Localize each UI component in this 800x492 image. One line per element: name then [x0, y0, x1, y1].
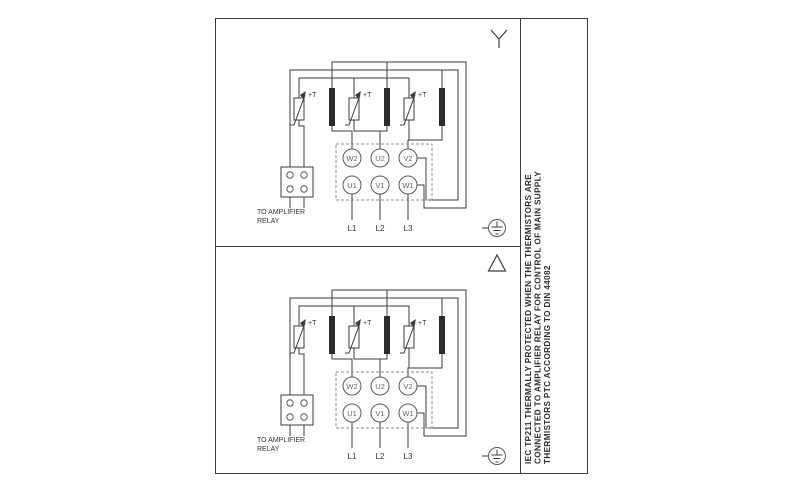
svg-text:V1: V1 — [375, 181, 384, 190]
side-note: IEC TP211 THERMALLY PROTECTED WHEN THE T… — [524, 171, 552, 464]
winding-bar — [439, 88, 445, 126]
amplifier-relay-connector — [280, 166, 314, 198]
winding-bar — [439, 316, 445, 354]
terminal-board-outline — [335, 371, 433, 429]
earth-ground-icon — [488, 219, 506, 237]
thermistor-label: +T — [418, 92, 427, 99]
relay-label-line2: RELAY — [257, 446, 280, 453]
side-note-line3: THERMISTORS PTC ACCORDING TO DIN 44082 — [543, 265, 552, 464]
supply-label-L1: L1 — [348, 452, 357, 461]
delta-icon — [487, 253, 507, 272]
winding-bar — [329, 316, 335, 354]
terminal-U2: U2 — [370, 148, 390, 168]
terminal-U2: U2 — [370, 376, 390, 396]
winding-bar — [384, 316, 390, 354]
thermistor-icon: +T — [400, 91, 427, 126]
svg-text:W1: W1 — [402, 409, 413, 418]
winding-bar — [384, 88, 390, 126]
svg-text:W2: W2 — [346, 382, 357, 391]
terminal-W1: W1 — [398, 175, 418, 195]
svg-text:U1: U1 — [347, 409, 357, 418]
thermistor-label: +T — [418, 320, 427, 327]
terminal-V1: V1 — [370, 403, 390, 423]
winding-bar — [329, 88, 335, 126]
star-icon — [490, 29, 508, 48]
panel-star: +T +T +T W2 U2 V2 U1 V1 W1 L1 L2 L3 — [257, 61, 506, 237]
relay-label-line1: TO AMPLIFIER — [257, 437, 305, 444]
svg-text:W2: W2 — [346, 154, 357, 163]
panel-delta: +T +T +T W2 U2 V2 U1 V1 W1 L1 L2 L3 — [257, 289, 506, 465]
terminal-board-outline — [335, 143, 433, 201]
side-note-line1: IEC TP211 THERMALLY PROTECTED WHEN THE T… — [524, 174, 533, 464]
terminal-W2: W2 — [342, 148, 362, 168]
thermistor-icon: +T — [290, 91, 317, 126]
supply-label-L2: L2 — [376, 224, 385, 233]
thermistor-icon: +T — [345, 319, 372, 354]
side-note-line2: CONNECTED TO AMPLIFIER RELAY FOR CONTROL… — [534, 171, 543, 464]
relay-label-line1: TO AMPLIFIER — [257, 209, 305, 216]
wires — [289, 289, 488, 457]
supply-label-L3: L3 — [404, 224, 413, 233]
terminal-W1: W1 — [398, 403, 418, 423]
svg-text:V2: V2 — [403, 154, 412, 163]
supply-label-L3: L3 — [404, 452, 413, 461]
thermistor-label: +T — [308, 320, 317, 327]
svg-text:U1: U1 — [347, 181, 357, 190]
thermistor-icon: +T — [400, 319, 427, 354]
terminal-V2: V2 — [398, 376, 418, 396]
svg-text:V2: V2 — [403, 382, 412, 391]
thermistor-label: +T — [363, 320, 372, 327]
terminal-V1: V1 — [370, 175, 390, 195]
earth-ground-icon — [488, 447, 506, 465]
thermistor-icon: +T — [345, 91, 372, 126]
svg-text:U2: U2 — [375, 154, 385, 163]
svg-text:V1: V1 — [375, 409, 384, 418]
supply-label-L2: L2 — [376, 452, 385, 461]
svg-text:U2: U2 — [375, 382, 385, 391]
amplifier-relay-connector — [280, 394, 314, 426]
thermistor-label: +T — [308, 92, 317, 99]
terminal-U1: U1 — [342, 175, 362, 195]
svg-text:W1: W1 — [402, 181, 413, 190]
supply-label-L1: L1 — [348, 224, 357, 233]
relay-label-line2: RELAY — [257, 218, 280, 225]
wires — [289, 61, 488, 229]
thermistor-label: +T — [363, 92, 372, 99]
terminal-V2: V2 — [398, 148, 418, 168]
thermistor-icon: +T — [290, 319, 317, 354]
terminal-U1: U1 — [342, 403, 362, 423]
terminal-W2: W2 — [342, 376, 362, 396]
